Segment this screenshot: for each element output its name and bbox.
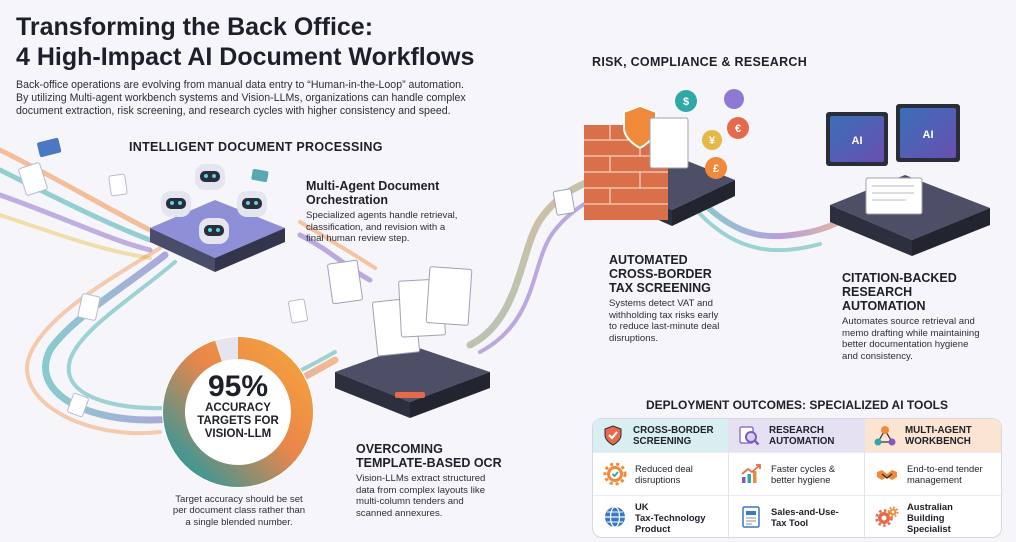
workflow-ocr: OVERCOMING TEMPLATE-BASED OCR Vision-LLM… [356, 442, 502, 519]
svg-text:AI: AI [852, 135, 863, 147]
accuracy-note: Target accuracy should be set per docume… [172, 494, 306, 528]
paper-document-icon [18, 162, 308, 418]
shield-icon [601, 424, 625, 448]
section-heading-risk: RISK, COMPLIANCE & RESEARCH [592, 55, 808, 69]
intro-paragraph: Back-office operations are evolving from… [16, 79, 466, 117]
monitor-icon: AI AI [826, 104, 960, 166]
svg-text:£: £ [713, 163, 719, 175]
workflow-research: CITATION-BACKED RESEARCH AUTOMATION Auto… [842, 271, 980, 362]
currency-coin-icon: $ ¥ € £ [675, 89, 749, 179]
section-heading-idp: INTELLIGENT DOCUMENT PROCESSING [129, 140, 383, 154]
accuracy-value: 95% [207, 370, 269, 403]
workflow-tax-screening: AUTOMATED CROSS-BORDER TAX SCREENING Sys… [609, 253, 720, 344]
handshake-icon [875, 462, 899, 486]
globe-icon [603, 505, 627, 529]
accuracy-ring [162, 336, 314, 488]
network-icon [873, 424, 897, 448]
ocr-platform [335, 345, 490, 418]
deployment-title: DEPLOYMENT OUTCOMES: SPECIALIZED AI TOOL… [645, 398, 948, 412]
magnifier-icon [737, 424, 761, 448]
robot-agent-icon [161, 164, 267, 244]
gears-icon [875, 505, 899, 529]
stacked-document-icon [327, 259, 473, 357]
paper-document-icon [552, 117, 689, 216]
svg-text:€: € [735, 123, 741, 135]
outcome-row: Sales-and-Use-Tax Tool [729, 495, 864, 538]
gear-check-icon [603, 462, 627, 486]
svg-text:$: $ [683, 96, 689, 108]
trend-chart-icon [739, 462, 763, 486]
envelope-icon [37, 137, 269, 182]
page-title: Transforming the Back Office: 4 High-Imp… [16, 13, 475, 71]
svg-text:AI: AI [923, 129, 934, 141]
outcome-row: Faster cycles &better hygiene [729, 452, 864, 495]
tax-document-icon [739, 505, 763, 529]
workflow-orchestration: Multi-Agent Document Orchestration Speci… [306, 179, 458, 245]
accuracy-caption: ACCURACY TARGETS FOR VISION-LLM [197, 402, 279, 440]
memo-document-icon [865, 177, 923, 215]
svg-text:¥: ¥ [709, 135, 716, 147]
